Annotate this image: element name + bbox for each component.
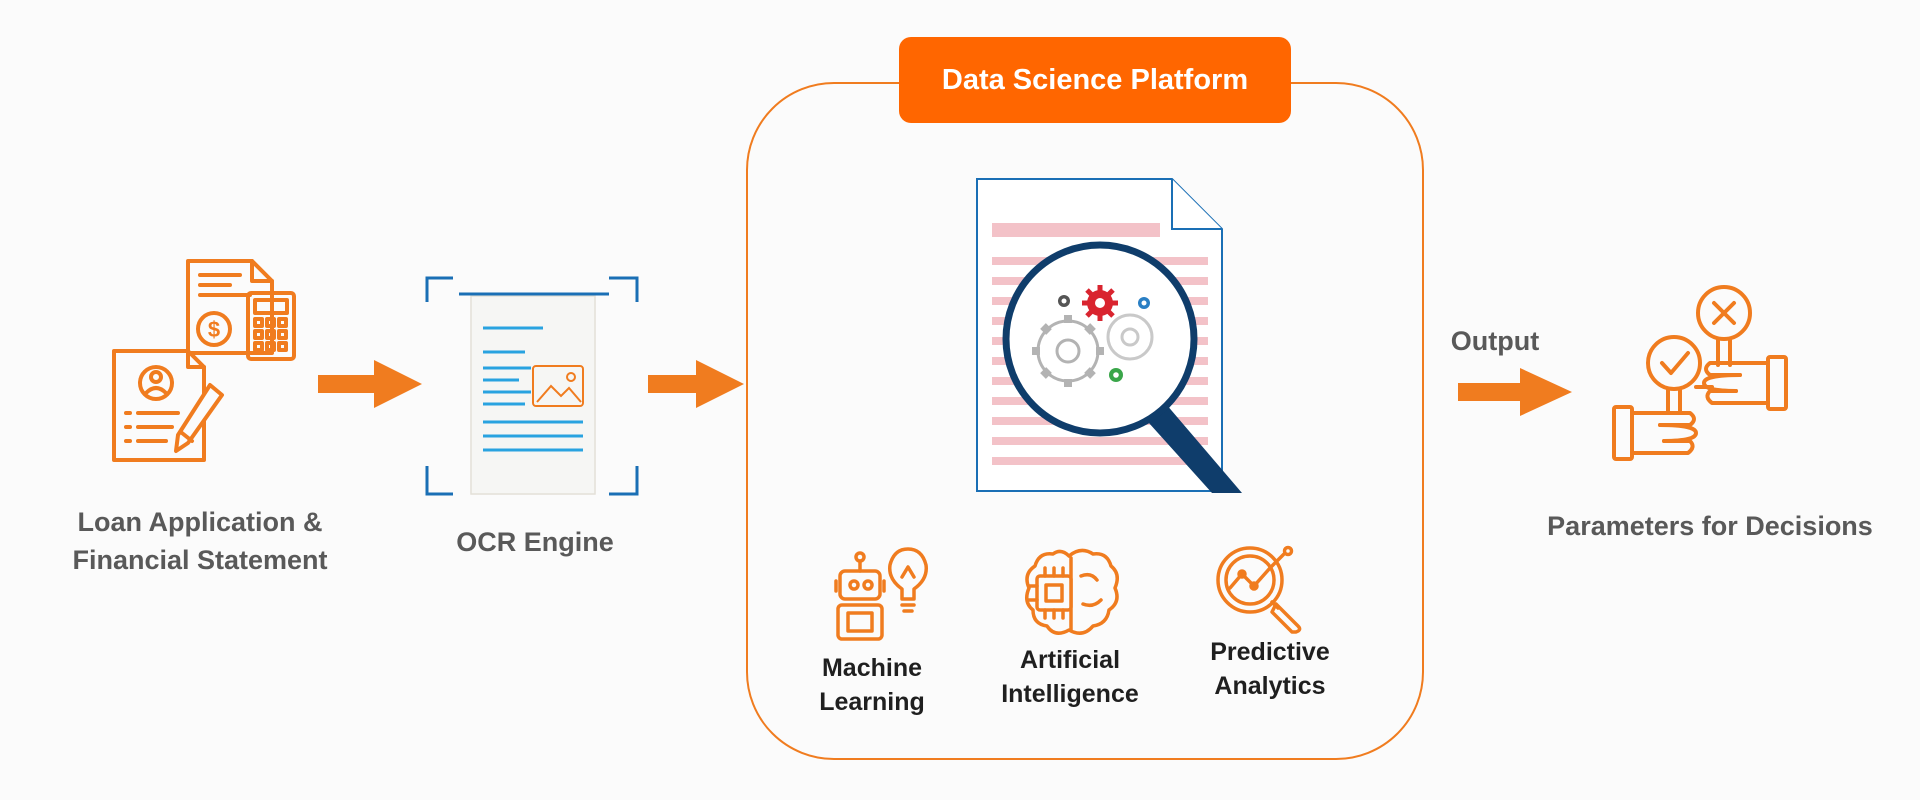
arrow-right-icon: [318, 360, 422, 408]
capability-pa-line2: Analytics: [1214, 672, 1326, 700]
ocr-label: OCR Engine: [456, 527, 614, 557]
chip-brain-icon: [1025, 548, 1119, 635]
document-magnifier-gears-icon: [976, 178, 1242, 493]
loan-label-line2: Financial Statement: [72, 545, 328, 575]
approve-reject-signs-icon: [1612, 285, 1788, 461]
platform-title: Data Science Platform: [899, 37, 1291, 123]
capability-ml-line1: Machine: [821, 654, 923, 682]
ocr-scan-document-icon: [425, 276, 639, 496]
capability-ml-line2: Learning: [819, 688, 925, 716]
capability-ai-line2: Intelligence: [1001, 680, 1139, 708]
capability-pa-line1: Predictive: [1210, 638, 1330, 666]
loan-documents-icon: $: [112, 259, 296, 462]
arrow-right-icon: [648, 360, 744, 408]
magnifier-chart-icon: [1216, 545, 1302, 634]
arrow-right-icon: [1458, 368, 1572, 416]
loan-label-line1: Loan Application &: [77, 507, 323, 537]
output-label: Output: [1450, 326, 1540, 356]
decisions-label: Parameters for Decisions: [1547, 511, 1873, 541]
capability-ai-line1: Artificial: [1019, 646, 1121, 674]
robot-lightbulb-icon: [834, 547, 928, 641]
svg-text:$: $: [208, 317, 220, 342]
